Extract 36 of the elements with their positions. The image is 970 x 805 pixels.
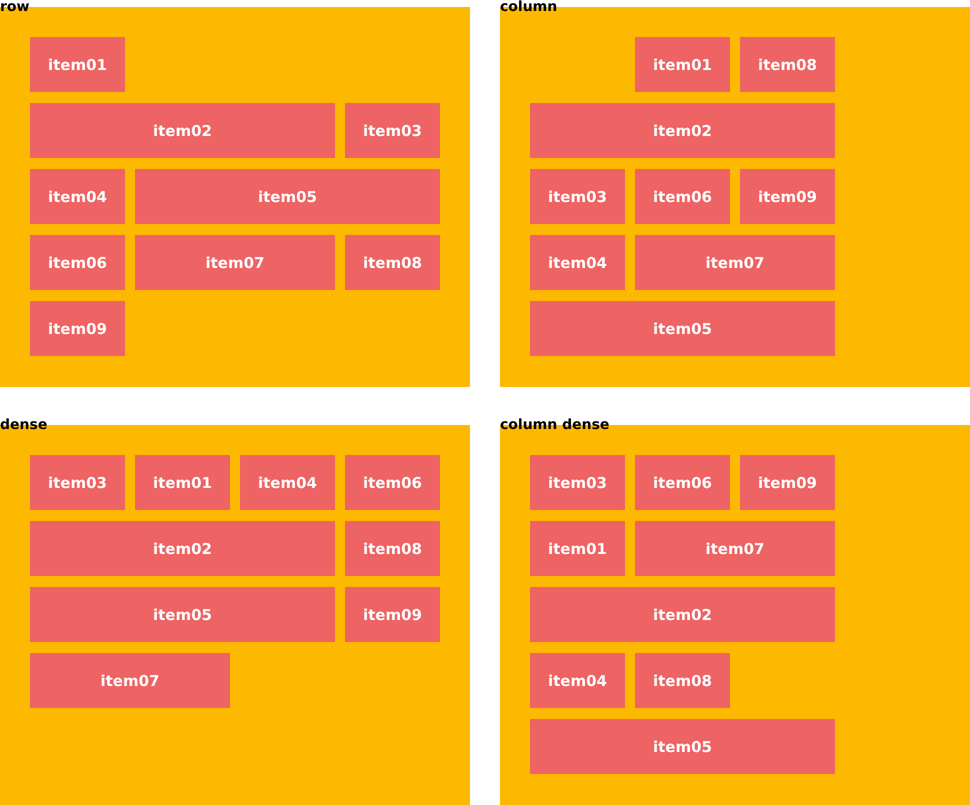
grid-item: item09 <box>740 169 835 224</box>
grid-item: item07 <box>30 653 230 708</box>
grid-item: item08 <box>345 521 440 576</box>
grid-item: item06 <box>635 169 730 224</box>
grid-item: item01 <box>135 455 230 510</box>
grid-item: item05 <box>530 301 835 356</box>
grid-item: item08 <box>345 235 440 290</box>
grid-item: item06 <box>30 235 125 290</box>
grid-item: item02 <box>30 103 335 158</box>
grid-item: item04 <box>240 455 335 510</box>
grid-item: item04 <box>530 653 625 708</box>
grid-item: item02 <box>530 103 835 158</box>
grid-item: item05 <box>530 719 835 774</box>
grid-item: item02 <box>530 587 835 642</box>
grid-item: item06 <box>635 455 730 510</box>
grid-item: item03 <box>345 103 440 158</box>
grid-item: item07 <box>635 235 835 290</box>
grid-item: item06 <box>345 455 440 510</box>
grid-item: item09 <box>740 455 835 510</box>
grid-item: item05 <box>30 587 335 642</box>
grid-item: item07 <box>135 235 335 290</box>
grid-item: item01 <box>530 521 625 576</box>
grid-item: item08 <box>635 653 730 708</box>
grid-item: item07 <box>635 521 835 576</box>
grid-item: item03 <box>530 455 625 510</box>
grid-item: item03 <box>30 455 125 510</box>
grid-item: item05 <box>135 169 440 224</box>
grid-item: item01 <box>635 37 730 92</box>
grid-item: item09 <box>345 587 440 642</box>
grid-item: item04 <box>530 235 625 290</box>
grid-item: item02 <box>30 521 335 576</box>
grid-item: item09 <box>30 301 125 356</box>
grid-item: item04 <box>30 169 125 224</box>
grid-item: item03 <box>530 169 625 224</box>
grid-item: item08 <box>740 37 835 92</box>
grid-item: item01 <box>30 37 125 92</box>
